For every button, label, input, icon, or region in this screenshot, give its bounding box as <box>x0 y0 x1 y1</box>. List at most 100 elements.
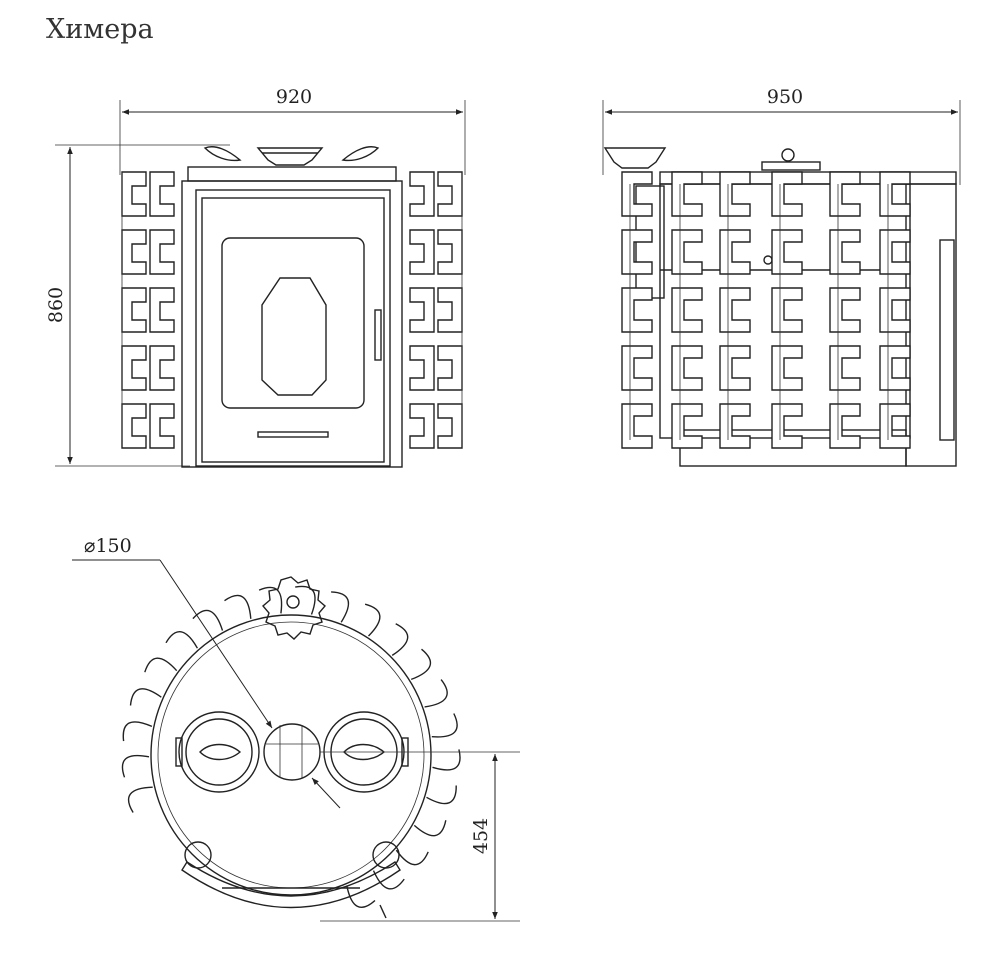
fin-segment <box>121 229 147 275</box>
side-fin-segment <box>719 345 751 391</box>
top-chimney <box>263 723 321 781</box>
side-fin-segment <box>879 345 911 391</box>
top-fin <box>258 586 283 614</box>
side-fin-segment <box>621 345 653 391</box>
side-fins-grid <box>621 171 911 449</box>
top-fin <box>431 713 458 738</box>
side-top-lid <box>761 161 821 171</box>
top-fin <box>424 679 448 708</box>
top-fin <box>165 631 199 649</box>
side-view: 950 <box>602 86 961 467</box>
fin-segment <box>149 403 175 449</box>
diameter-leader-lower <box>311 777 341 809</box>
fin-segment <box>121 287 147 333</box>
side-fin-segment <box>879 171 911 217</box>
top-fin <box>426 785 457 805</box>
chimney-diameter-label: ⌀150 <box>84 535 132 557</box>
side-fin-segment <box>719 287 751 333</box>
top-fin <box>295 585 316 615</box>
top-fin <box>121 754 150 778</box>
side-fin-segment <box>829 345 861 391</box>
side-fin-segment <box>621 287 653 333</box>
fin-segment <box>149 345 175 391</box>
top-fin <box>410 648 432 681</box>
top-view: ⌀150 454 <box>72 535 520 922</box>
top-fin <box>331 591 350 623</box>
fin-segment <box>121 345 147 391</box>
front-door-handle[interactable] <box>374 309 382 361</box>
top-fin <box>432 749 461 771</box>
top-fin <box>372 870 405 890</box>
fin-segment <box>409 229 435 275</box>
side-fin-segment <box>719 171 751 217</box>
fin-segment <box>437 345 463 391</box>
diameter-leader-upper <box>159 559 273 729</box>
top-left-cover <box>178 711 260 793</box>
fin-segment <box>409 403 435 449</box>
front-fins-right <box>409 171 463 449</box>
top-fin <box>391 623 409 656</box>
top-fin <box>192 609 224 631</box>
side-bolt <box>763 255 773 265</box>
front-handle-right <box>341 146 380 162</box>
side-fin-segment <box>671 287 703 333</box>
top-body-circle <box>150 614 432 896</box>
side-fin-segment <box>671 403 703 449</box>
fin-segment <box>437 229 463 275</box>
fin-segment <box>437 171 463 217</box>
front-steam-bowl <box>256 147 324 166</box>
fin-segment <box>409 345 435 391</box>
top-fin <box>128 786 153 813</box>
side-fin-segment <box>879 287 911 333</box>
fin-segment <box>121 171 147 217</box>
side-fin-segment <box>671 345 703 391</box>
page-title: Химера <box>46 14 154 45</box>
side-fin-segment <box>719 229 751 275</box>
fin-segment <box>437 287 463 333</box>
front-width-label: 920 <box>276 86 312 108</box>
side-fin-segment <box>771 229 803 275</box>
fin-segment <box>149 171 175 217</box>
fin-segment <box>121 403 147 449</box>
top-fin <box>224 594 252 619</box>
front-fire-window <box>261 277 327 396</box>
top-fin <box>395 849 429 866</box>
side-width-label: 950 <box>767 86 803 108</box>
top-fin <box>122 721 153 742</box>
side-fin-segment <box>621 403 653 449</box>
side-fin-segment <box>829 229 861 275</box>
side-fin-segment <box>771 287 803 333</box>
top-door-handle[interactable] <box>379 904 387 919</box>
top-gear-hub <box>286 595 300 609</box>
side-fin-segment <box>879 229 911 275</box>
top-front-door-arc <box>181 861 401 909</box>
top-fin <box>413 820 447 837</box>
front-glass <box>221 237 365 409</box>
top-gear-lid <box>262 576 326 640</box>
side-handle-knob <box>781 148 795 162</box>
side-door-profile <box>939 239 955 441</box>
side-steam-bowl <box>603 147 667 169</box>
side-fin-segment <box>671 171 703 217</box>
side-fin-segment <box>829 403 861 449</box>
top-fin <box>364 603 381 637</box>
height-label: 860 <box>45 287 67 323</box>
front-door <box>201 197 385 463</box>
side-body <box>659 183 911 439</box>
top-left-lid-handle-icon <box>199 743 242 761</box>
top-foot-left <box>184 841 212 869</box>
fin-segment <box>409 287 435 333</box>
side-fin-segment <box>829 287 861 333</box>
front-door-frame <box>195 189 391 467</box>
side-fin-segment <box>771 345 803 391</box>
side-fin-segment <box>621 171 653 217</box>
front-body <box>181 180 403 468</box>
top-fin <box>346 885 376 909</box>
side-fin-segment <box>719 403 751 449</box>
side-fin-segment <box>671 229 703 275</box>
fin-segment <box>149 287 175 333</box>
side-fin-segment <box>621 229 653 275</box>
fin-segment <box>149 229 175 275</box>
front-fins-left <box>121 171 175 449</box>
